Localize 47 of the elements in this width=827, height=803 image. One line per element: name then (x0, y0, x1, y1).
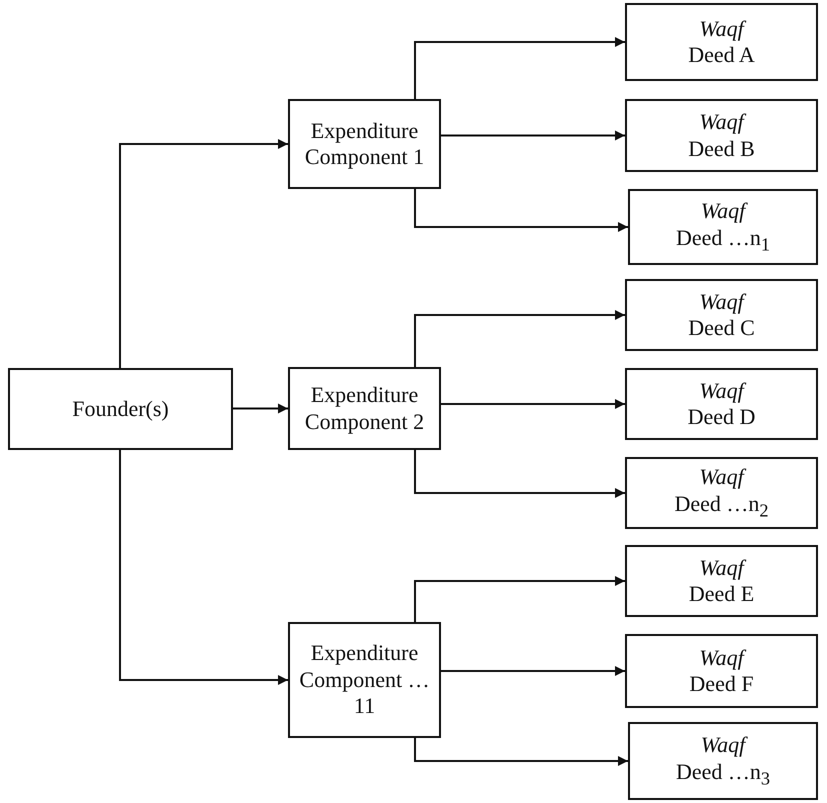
arrow (414, 450, 625, 498)
deed-box (625, 634, 818, 708)
founder-box (8, 368, 233, 450)
node-label: Deed D (688, 404, 756, 430)
node-label: Expenditure Component 2 (304, 382, 426, 435)
arrow (414, 189, 628, 232)
arrow (119, 139, 288, 368)
node-label: Deed B (688, 136, 755, 162)
arrow (414, 738, 628, 766)
node-label: Expenditure Component 1 (304, 118, 426, 170)
node-label: Deed …n$_{2}$ (674, 490, 769, 522)
node-label: Waqf (700, 732, 746, 758)
arrow (441, 666, 625, 676)
node-label: Waqf (699, 464, 744, 490)
arrow (233, 404, 288, 414)
deed-box (628, 722, 818, 800)
component-box (288, 622, 441, 738)
arrow (441, 130, 625, 140)
node-label: Waqf (699, 554, 744, 581)
deed-box (625, 3, 818, 81)
arrow (414, 310, 625, 367)
node-label: Deed …n$_{1}$ (676, 224, 770, 256)
node-label: Waqf (699, 644, 744, 671)
node-label: Waqf (699, 288, 744, 315)
deed-box (625, 99, 818, 172)
deed-box (625, 368, 818, 440)
component-box (288, 367, 441, 450)
node-label: Deed E (688, 581, 754, 608)
node-label: Expenditure Component …11 (298, 640, 431, 720)
deed-box (625, 545, 818, 617)
arrow (119, 450, 288, 685)
node-label: Waqf (699, 16, 744, 42)
node-label: Deed F (689, 671, 754, 698)
arrow (414, 576, 625, 622)
node-label: Waqf (700, 198, 746, 224)
arrow (414, 37, 625, 99)
deed-box (625, 279, 818, 351)
deed-box (628, 189, 818, 265)
node-label: Waqf (699, 378, 744, 404)
node-label: Waqf (699, 109, 744, 136)
node-label: Deed …n$_{3}$ (676, 758, 770, 790)
node-label: Deed C (688, 315, 755, 342)
component-box (288, 99, 441, 189)
arrow (441, 399, 625, 409)
node-label: Deed A (688, 42, 755, 68)
deed-box (625, 457, 818, 529)
node-label: Founder(s) (72, 396, 169, 422)
